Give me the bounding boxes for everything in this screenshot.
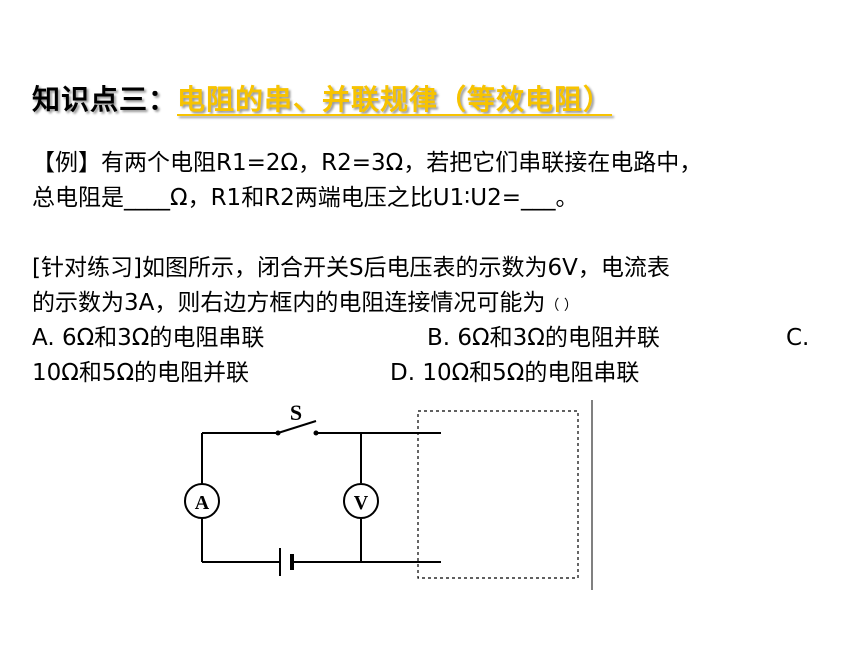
practice-paragraph: [针对练习]如图所示，闭合开关S后电压表的示数为6V，电流表 的示数为3A，则右… <box>32 251 670 324</box>
ammeter-label: A <box>195 492 210 514</box>
voltmeter-label: V <box>354 492 369 514</box>
answer-bracket: （ ） <box>545 298 578 314</box>
switch-contact-right <box>313 430 319 436</box>
section-title-highlight: 电阻的串、并联规律（等效电阻） <box>177 83 613 116</box>
practice-line-1: [针对练习]如图所示，闭合开关S后电压表的示数为6V，电流表 <box>32 255 670 281</box>
practice-line-2: 的示数为3A，则右边方框内的电阻连接情况可能为（ ） <box>32 286 670 324</box>
option-b: B. 6Ω和3Ω的电阻并联 <box>427 325 660 351</box>
option-c-label: C. <box>786 325 810 351</box>
options-row-1: A. 6Ω和3Ω的电阻串联 B. 6Ω和3Ω的电阻并联 C. <box>32 321 832 356</box>
ammeter-circle <box>184 483 220 519</box>
switch-label: S <box>290 400 302 425</box>
practice-line-2-text: 的示数为3A，则右边方框内的电阻连接情况可能为 <box>32 290 546 316</box>
section-title: 知识点三：电阻的串、并联规律（等效电阻） <box>32 78 612 118</box>
voltmeter-circle <box>343 483 379 519</box>
options-row-2: 10Ω和5Ω的电阻并联 D. 10Ω和5Ω的电阻串联 <box>32 356 832 391</box>
switch-contact-left <box>275 430 281 436</box>
section-title-prefix: 知识点三： <box>32 83 178 116</box>
option-d: D. 10Ω和5Ω的电阻串联 <box>390 360 640 386</box>
example-line-1: 【例】有两个电阻R1=2Ω，R2=3Ω，若把它们串联接在电路中， <box>32 150 703 176</box>
options-block: A. 6Ω和3Ω的电阻串联 B. 6Ω和3Ω的电阻并联 C. 10Ω和5Ω的电阻… <box>32 321 832 391</box>
option-a: A. 6Ω和3Ω的电阻串联 <box>32 325 265 351</box>
switch-blade <box>277 420 317 434</box>
unknown-resistor-box <box>417 410 579 579</box>
option-c-text: 10Ω和5Ω的电阻并联 <box>32 360 250 386</box>
example-line-2: 总电阻是____Ω，R1和R2两端电压之比U1∶U2=___。 <box>32 185 579 211</box>
example-paragraph: 【例】有两个电阻R1=2Ω，R2=3Ω，若把它们串联接在电路中， 总电阻是___… <box>32 146 702 216</box>
